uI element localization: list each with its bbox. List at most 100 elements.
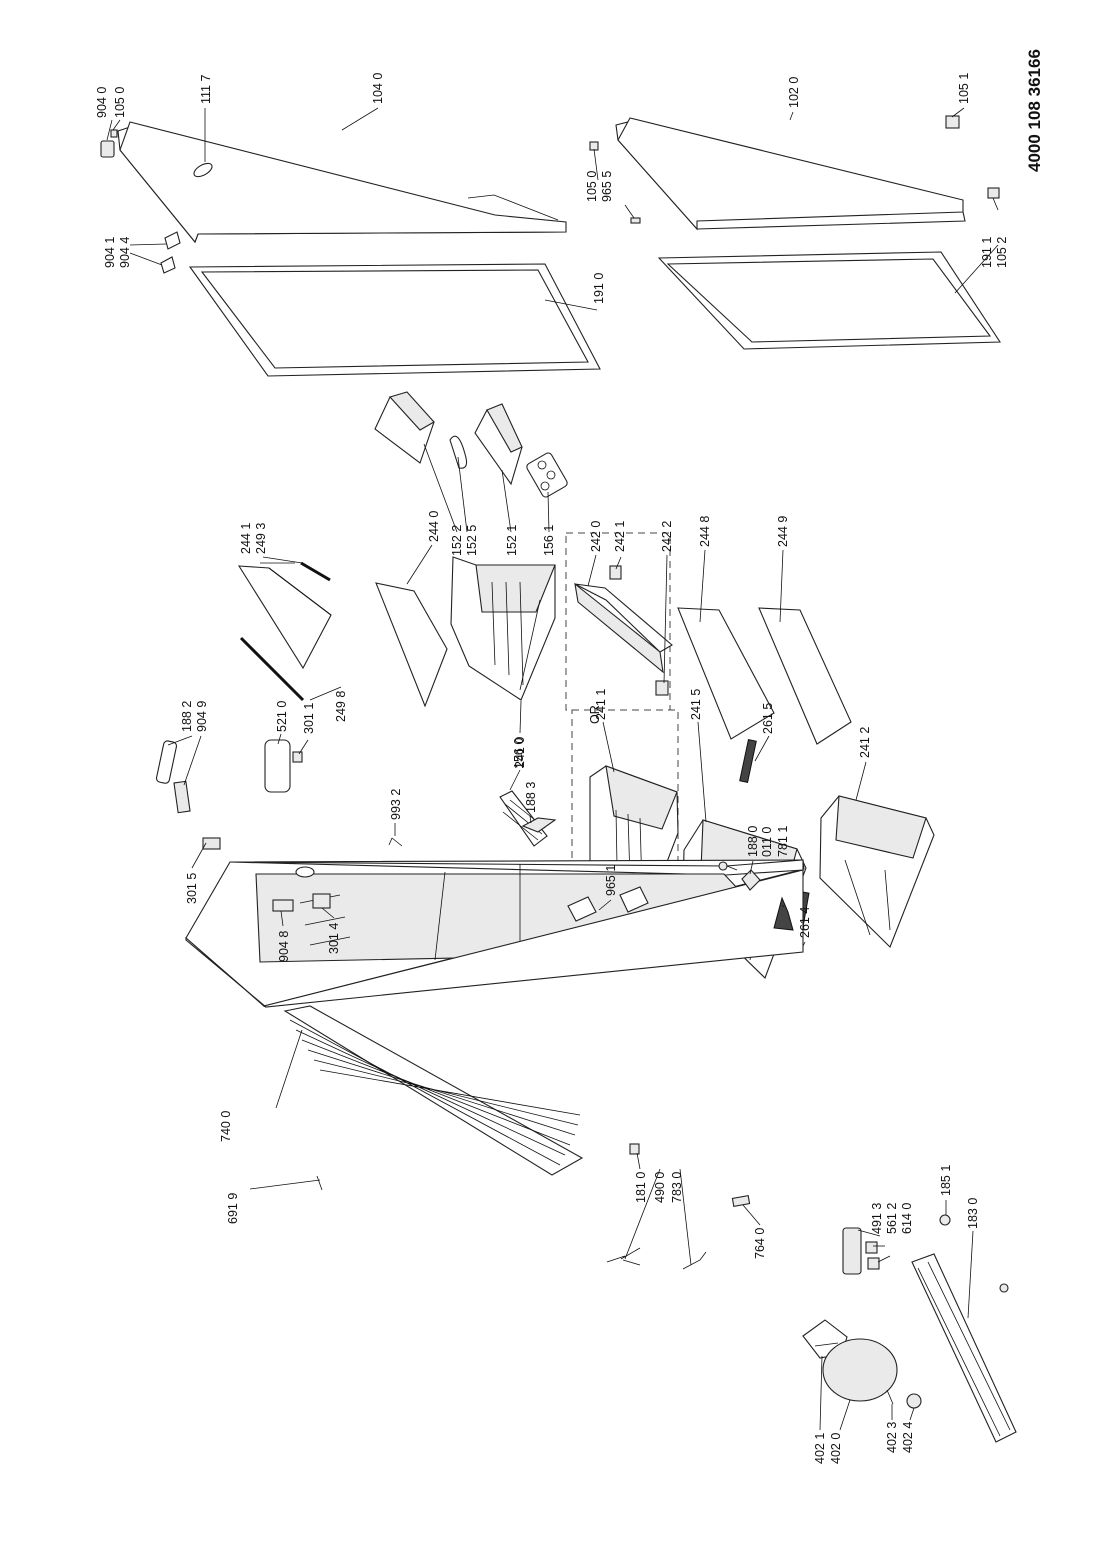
compressor-402-0 <box>822 1338 898 1402</box>
rail-261-5 <box>739 739 757 783</box>
label-402-0: 402 0 <box>829 1433 843 1464</box>
cabinet <box>185 859 805 1008</box>
hinge-188-3 <box>521 817 557 833</box>
door-balcony-152-2 <box>374 391 435 464</box>
label-188-3: 188 3 <box>524 782 538 813</box>
hinge-105-1 <box>945 115 960 129</box>
grommet-402-4 <box>906 1393 922 1409</box>
overload-614-0 <box>867 1257 880 1270</box>
label-105-1: 105 1 <box>957 73 971 104</box>
egg-holder-152-5 <box>449 435 468 469</box>
label-102-0: 102 0 <box>787 77 801 108</box>
label-402-3: 402 3 <box>885 1422 899 1453</box>
label-191-1: 191 1 <box>980 237 994 268</box>
label-242-0: 242 0 <box>589 521 603 552</box>
label-241-0: 241 0 <box>513 737 527 768</box>
screw-965-5 <box>630 217 641 224</box>
base-plate-183-0 <box>911 1253 1017 1443</box>
switch-301-4 <box>312 893 331 909</box>
label-244-0: 244 0 <box>427 511 441 542</box>
label-244-1: 244 1 <box>239 523 253 554</box>
label-691-9: 691 9 <box>226 1193 240 1224</box>
label-241-2: 241 2 <box>858 727 872 758</box>
hinge-105-2 <box>987 187 1000 199</box>
lamp-cover-521-0 <box>264 739 291 793</box>
drain-691-9 <box>316 1175 323 1191</box>
label-152-2: 152 2 <box>450 525 464 556</box>
hinge-pin-105-0-top <box>110 129 118 138</box>
cover-188-2 <box>155 740 178 784</box>
label-965-1: 965 1 <box>604 865 618 896</box>
cover-904-4 <box>160 256 176 274</box>
relay-561-2 <box>865 1241 878 1254</box>
label-241-5: 241 5 <box>689 689 703 720</box>
label-993-2: 993 2 <box>389 789 403 820</box>
egg-tray-156-1 <box>526 452 568 498</box>
label-904-8: 904 8 <box>277 931 291 962</box>
label-740-0: 740 0 <box>219 1111 233 1142</box>
fridge-gasket-191-0 <box>188 263 601 377</box>
door-balcony-152-1 <box>474 403 523 486</box>
freezer-door-102-0 <box>589 115 1000 231</box>
label-188-2: 188 2 <box>180 701 194 732</box>
label-011-0: 011 0 <box>760 827 774 857</box>
module-904-8 <box>272 899 294 912</box>
label-561-2: 561 2 <box>885 1203 899 1234</box>
label-242-2: 242 2 <box>660 521 674 552</box>
label-241-1: 241 1 <box>594 689 608 720</box>
label-301-1: 301 1 <box>302 703 316 734</box>
ice-tray-156-0 <box>499 790 548 847</box>
hinge-pin-105-0-right <box>589 141 599 151</box>
label-521-0: 521 0 <box>275 701 289 732</box>
foot-011-0 <box>718 861 728 871</box>
shelf-244-9 <box>758 607 852 745</box>
option-or-label: OR <box>588 705 602 724</box>
hinge-188-0 <box>741 869 761 891</box>
label-491-3: 491 3 <box>870 1203 884 1234</box>
label-904-9: 904 9 <box>195 701 209 732</box>
clip-402-3 <box>886 1389 894 1405</box>
shelf-244-8 <box>677 607 775 740</box>
label-244-8: 244 8 <box>698 516 712 547</box>
screw-185-1-b <box>999 1283 1009 1293</box>
label-111-7: 111 7 <box>199 75 213 104</box>
label-301-4: 301 4 <box>327 923 341 954</box>
badge-111-7 <box>193 162 213 178</box>
label-152-5: 152 5 <box>465 525 479 556</box>
label-105-0: 105 0 <box>113 87 127 118</box>
drawer-241-2 <box>819 795 935 948</box>
clip-242-2 <box>655 680 669 696</box>
clip-242-1 <box>609 565 622 580</box>
label-904-0: 904 0 <box>95 87 109 118</box>
leader-lines <box>106 107 999 1431</box>
wrench-781-1 <box>773 896 794 931</box>
label-301-5: 301 5 <box>185 873 199 904</box>
lamp-housing-301-5 <box>295 866 315 878</box>
label-185-1: 185 1 <box>939 1165 953 1196</box>
label-181-0: 181 0 <box>634 1172 648 1203</box>
label-781-1: 781 1 <box>776 826 790 857</box>
label-904-4: 904 4 <box>118 237 132 268</box>
cover-904-1 <box>164 231 181 250</box>
bracket-904-9 <box>173 780 191 814</box>
label-105-0-b: 105 0 <box>585 171 599 202</box>
sensor-993-2 <box>388 837 403 847</box>
label-105-2: 105 2 <box>995 237 1009 268</box>
label-490-0: 490 0 <box>653 1172 667 1203</box>
label-783-0: 783 0 <box>670 1172 684 1203</box>
label-402-1: 402 1 <box>813 1433 827 1464</box>
fridge-door-104-0 <box>100 121 567 274</box>
label-152-1: 152 1 <box>505 525 519 556</box>
label-764-0: 764 0 <box>753 1228 767 1259</box>
cable-490-0 <box>606 1247 641 1266</box>
label-904-1: 904 1 <box>103 237 117 268</box>
label-156-0: 156 0 <box>512 738 526 769</box>
crisper-241-0 <box>450 556 556 701</box>
part-labels: 904 0 105 0 111 7 104 0 102 0 105 1 904 … <box>95 49 1044 1464</box>
label-261-4: 261 4 <box>798 907 812 938</box>
condenser-740-0 <box>283 1005 584 1176</box>
label-249-8: 249 8 <box>334 691 348 722</box>
shelf-244-0 <box>375 582 448 708</box>
label-156-1: 156 1 <box>542 525 556 556</box>
